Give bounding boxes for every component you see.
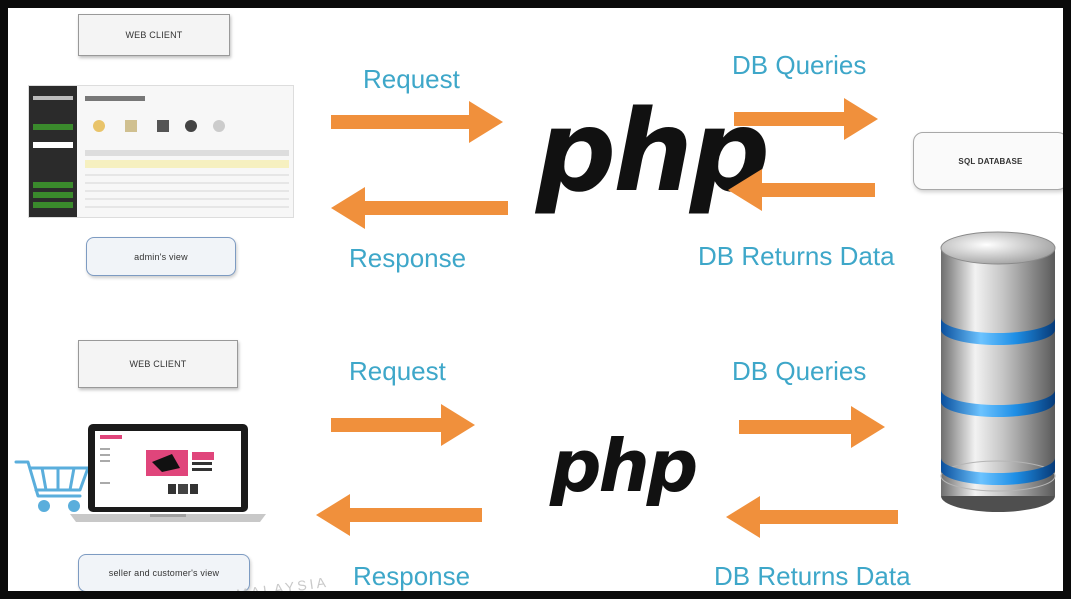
sql-database-box: SQL DATABASE	[913, 132, 1063, 190]
laptop-icon	[70, 424, 266, 522]
request-arrow-bottom-icon	[331, 404, 475, 446]
php-logo-bottom: php	[550, 424, 698, 508]
admin-view-box: admin's view	[86, 237, 236, 276]
database-cylinder-icon	[940, 231, 1056, 512]
db-queries-label-bottom: DB Queries	[732, 356, 867, 386]
response-arrow-top-icon	[331, 187, 508, 229]
seller-customer-view-box: seller and customer's view	[78, 554, 250, 591]
response-label-top: Response	[349, 243, 467, 273]
db-returns-arrow-bottom-icon	[726, 496, 898, 538]
shopping-cart-icon	[14, 460, 90, 512]
db-returns-label-top: DB Returns Data	[698, 241, 895, 271]
admin-dashboard-screenshot-icon	[28, 85, 294, 218]
response-arrow-bottom-icon	[316, 494, 482, 536]
web-client-box-top: WEB CLIENT	[78, 14, 230, 56]
db-queries-label-top: DB Queries	[732, 50, 867, 80]
request-label-bottom: Request	[349, 356, 446, 386]
request-label-top: Request	[363, 64, 460, 94]
request-arrow-top-icon	[331, 101, 503, 143]
db-returns-label-bottom: DB Returns Data	[714, 561, 911, 591]
db-returns-arrow-top-icon	[728, 169, 875, 211]
web-client-box-bottom: WEB CLIENT	[78, 340, 238, 388]
response-label-bottom: Response	[353, 561, 471, 591]
db-queries-arrow-bottom-icon	[739, 406, 885, 448]
db-queries-arrow-top-icon	[734, 98, 878, 140]
